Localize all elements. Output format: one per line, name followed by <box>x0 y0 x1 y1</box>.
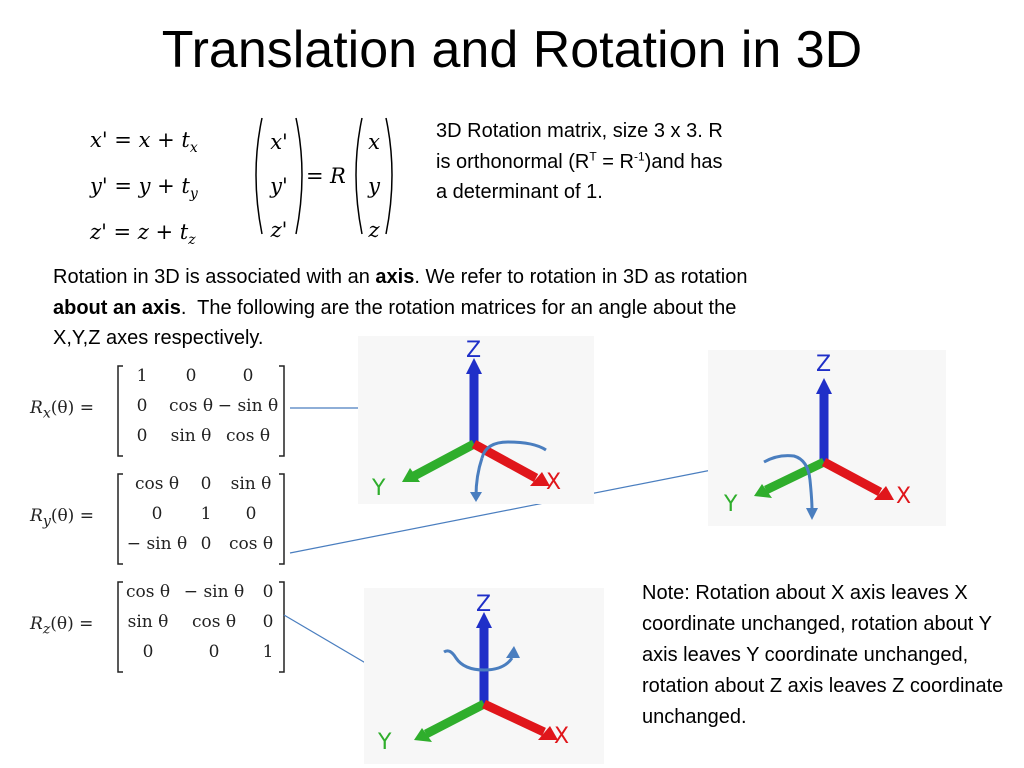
axis-label-z-2: Z <box>816 352 832 377</box>
axis-label-x: X <box>546 470 562 495</box>
matrix-equation-operator: = <box>306 164 324 188</box>
matrix-R-symbol: R <box>330 164 346 188</box>
axis-label-x-2: X <box>896 484 912 509</box>
translation-equation-x: x' = x + tx <box>90 128 198 157</box>
intro-paragraph: Rotation in 3D is associated with an axi… <box>53 266 748 349</box>
axis-label-x-3: X <box>554 724 570 749</box>
slide-title: Translation and Rotation in 3D <box>161 21 863 79</box>
axis-label-z-3: Z <box>476 592 492 617</box>
axes-figure-y-rotation-drawing <box>754 378 894 520</box>
axis-label-y-3: Y <box>378 730 392 755</box>
rotation-matrix-note: 3D Rotation matrix, size 3 x 3. R is ort… <box>436 120 723 203</box>
matrix-equation-parens <box>255 117 393 235</box>
rotation-matrix-z: Rz(θ) = cos θ − sin θ 0 sin θ cos θ 0 0 … <box>30 580 290 674</box>
axis-label-y-2: Y <box>724 492 738 517</box>
axes-figure-z-rotation-drawing <box>414 612 558 742</box>
matrix-rhs-vector: x y z <box>368 130 380 242</box>
translation-equation-y: y' = y + ty <box>90 174 198 203</box>
axis-label-y: Y <box>372 476 386 501</box>
rotation-matrix-x: Rx(θ) = 1 0 0 0 cos θ − sin θ 0 sin θ co… <box>30 364 290 458</box>
axes-figure-x-rotation-drawing <box>402 358 550 502</box>
matrix-lhs-vector: x' y' z' <box>270 130 288 242</box>
axis-label-z: Z <box>466 338 482 363</box>
rotation-matrix-y: Ry(θ) = cos θ 0 sin θ 0 1 0 − sin θ 0 co… <box>30 472 290 566</box>
note-text: Note: Rotation about X axis leaves X coo… <box>642 582 1004 728</box>
translation-equation-z: z' = z + tz <box>90 220 196 249</box>
